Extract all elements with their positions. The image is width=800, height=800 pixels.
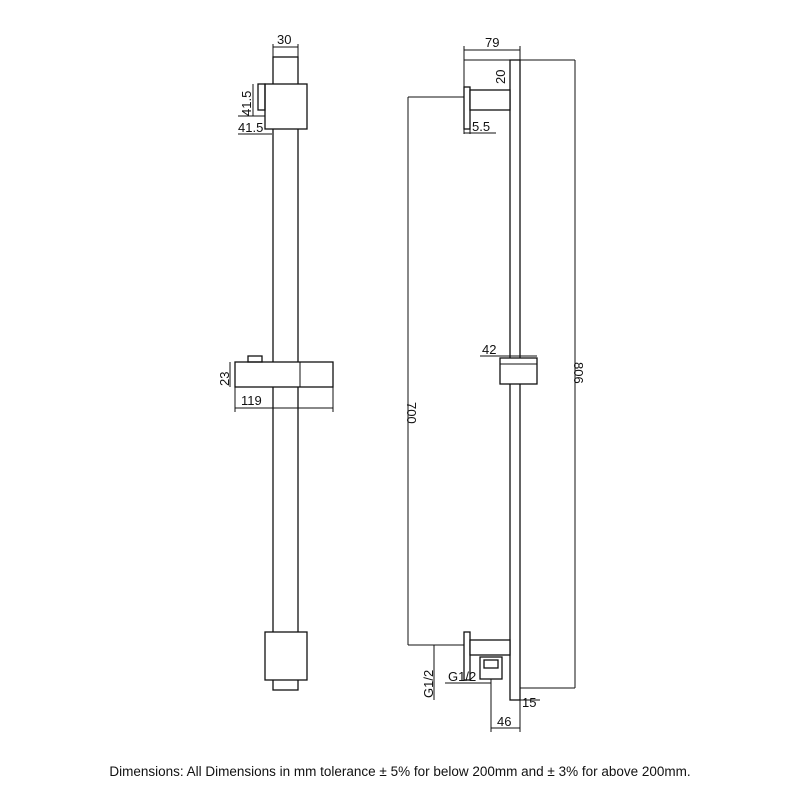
side-outlet-nut bbox=[483, 659, 499, 669]
front-bottom-bracket bbox=[264, 631, 308, 681]
dim-outlet-depth: 46 bbox=[497, 714, 511, 729]
side-bottom-bracket-arm bbox=[469, 639, 511, 656]
side-top-bracket-arm bbox=[469, 89, 511, 111]
side-bottom-bracket-plate bbox=[463, 631, 471, 681]
side-view: 79 20 5.5 700 806 42 G1/2 G1/2 15 46 bbox=[404, 35, 586, 732]
dimensions-caption: Dimensions: All Dimensions in mm toleran… bbox=[109, 764, 691, 779]
front-slider bbox=[234, 361, 334, 388]
dim-bracket-offset: 41.5 bbox=[238, 120, 263, 135]
dim-top-width: 30 bbox=[277, 32, 291, 47]
dim-bracket-thickness: 20 bbox=[493, 70, 508, 84]
dim-bracket-height: 41.5 bbox=[239, 91, 254, 116]
side-slider bbox=[499, 357, 538, 385]
dim-slider-height: 23 bbox=[217, 372, 232, 386]
dim-bracket-projection: 79 bbox=[485, 35, 499, 50]
side-top-bracket-plate bbox=[463, 86, 471, 130]
dim-overall-length: 806 bbox=[571, 362, 586, 384]
dim-slider-width: 42 bbox=[482, 342, 496, 357]
dim-slider-depth: 119 bbox=[241, 393, 262, 408]
front-top-bracket bbox=[264, 83, 308, 130]
front-view: 30 41.5 41.5 23 119 bbox=[217, 32, 334, 691]
dim-outlet-thread: G1/2 bbox=[448, 669, 476, 684]
dim-plate-thickness: 5.5 bbox=[472, 119, 490, 134]
dim-centres: 700 bbox=[404, 402, 419, 424]
dim-inlet-thread: G1/2 bbox=[421, 670, 436, 698]
front-top-bracket-plate bbox=[257, 83, 266, 111]
dim-bottom-offset: 15 bbox=[522, 695, 536, 710]
front-slider-knob bbox=[247, 355, 263, 363]
